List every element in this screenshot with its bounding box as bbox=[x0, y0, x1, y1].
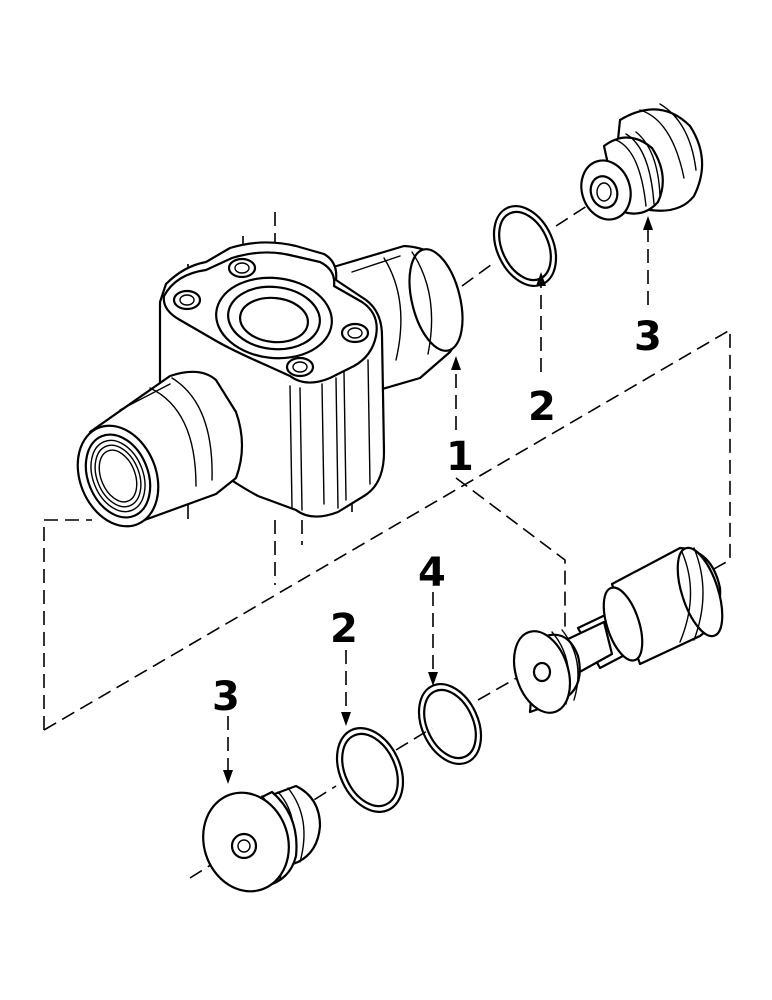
callout-1: 1 bbox=[446, 434, 474, 480]
o-ring-lower bbox=[335, 727, 405, 813]
o-ring-4 bbox=[417, 683, 483, 765]
callout-3-upper: 3 bbox=[634, 314, 662, 360]
callout-4: 4 bbox=[418, 550, 446, 596]
leader-arrows bbox=[223, 216, 653, 784]
plug-lower bbox=[202, 784, 322, 893]
callout-labels: 1 2 3 2 4 3 bbox=[212, 314, 662, 720]
callout-3-lower: 3 bbox=[212, 674, 240, 720]
valve-body bbox=[76, 241, 464, 528]
spool bbox=[512, 546, 724, 714]
callout-2-upper: 2 bbox=[528, 384, 556, 430]
plug-upper bbox=[580, 103, 704, 221]
callout-2-lower: 2 bbox=[330, 606, 358, 652]
o-ring-upper bbox=[492, 205, 558, 287]
